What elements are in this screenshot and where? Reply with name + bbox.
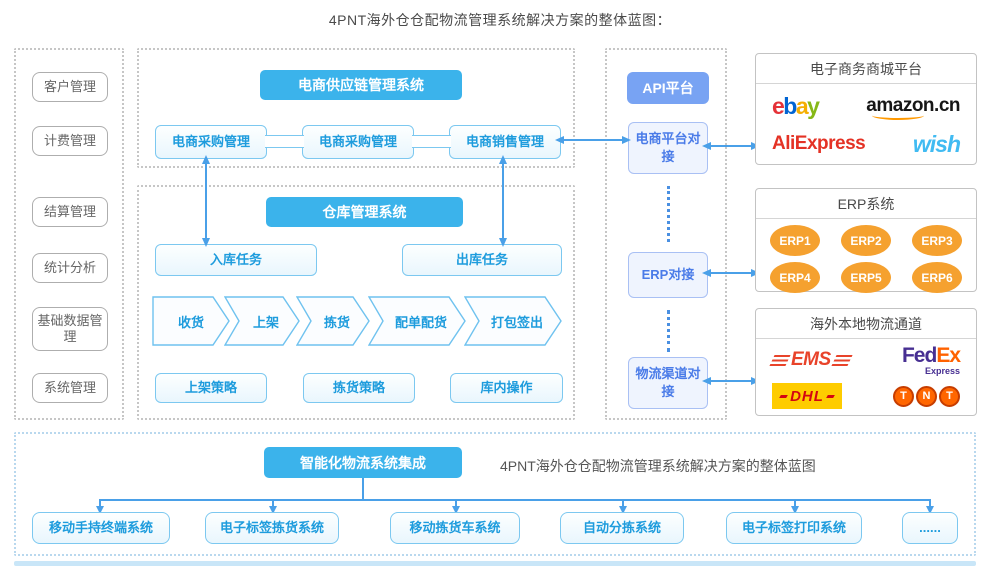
management-sidebar-group: 客户管理 计费管理 结算管理 统计分析 基础数据管理 系统管理 [14, 48, 124, 420]
erp5-node: ERP5 [841, 262, 891, 293]
page-title: 4PNT海外仓仓配物流管理系统解决方案的整体蓝图： [328, 12, 672, 28]
ebay-logo: ebay [772, 92, 820, 119]
purchase-mgmt-box-2: 电商采购管理 [302, 125, 414, 159]
tnt-logo: T N T [893, 385, 960, 407]
api-logistics-arrow [702, 377, 760, 385]
flow-step-shelve: 上架 [224, 296, 300, 346]
picking-strategy-box: 拣货策略 [303, 373, 415, 403]
ecommerce-connect-node: 电商平台对接 [628, 122, 708, 174]
bottom-strip [14, 561, 976, 566]
warehouse-header: 仓库管理系统 [266, 197, 463, 227]
sidebar-item-customer: 客户管理 [32, 72, 108, 102]
box-connector [265, 135, 304, 148]
outbound-task-box: 出库任务 [402, 244, 562, 276]
integration-caption: 4PNT海外仓仓配物流管理系统解决方案的整体蓝图 [500, 458, 816, 474]
integration-header: 智能化物流系统集成 [264, 447, 462, 478]
wish-logo: wish [912, 130, 961, 157]
api-platform-header: API平台 [627, 72, 709, 104]
warehouse-group: 仓库管理系统 入库任务 出库任务 收货 上架 拣货 配单配货 打包签出 上架策略… [137, 185, 575, 420]
erp1-node: ERP1 [770, 225, 820, 256]
sidebar-item-base-data: 基础数据管理 [32, 307, 108, 351]
logistics-connect-node: 物流渠道对接 [628, 357, 708, 409]
mall-panel: 电子商务商城平台 ebay amazon.cn AliExpress wish [755, 53, 977, 165]
flow-step-receive: 收货 [152, 296, 230, 346]
mall-panel-title: 电子商务商城平台 [756, 54, 976, 84]
sales-outbound-arrow [499, 155, 507, 247]
auto-sorting-box: 自动分拣系统 [560, 512, 684, 544]
shelving-strategy-box: 上架策略 [155, 373, 267, 403]
sidebar-item-system: 系统管理 [32, 373, 108, 403]
erp4-node: ERP4 [770, 262, 820, 293]
inbound-task-box: 入库任务 [155, 244, 317, 276]
sales-api-arrow [555, 136, 631, 144]
aliexpress-logo: AliExpress [772, 133, 866, 154]
flow-step-pack: 打包签出 [464, 296, 562, 346]
purchase-mgmt-box-1: 电商采购管理 [155, 125, 267, 159]
tree-drop [791, 499, 798, 514]
sidebar-item-billing: 计费管理 [32, 126, 108, 156]
tree-drop [452, 499, 459, 514]
purchase-inbound-arrow [202, 155, 210, 247]
tree-drop [96, 499, 103, 514]
tree-drop [269, 499, 276, 514]
flow-step-match: 配单配货 [368, 296, 466, 346]
tree-hline [99, 499, 929, 501]
erp-panel: ERP系统 ERP1 ERP2 ERP3 ERP4 ERP5 ERP6 [755, 188, 977, 293]
ems-logo: EMS [769, 349, 853, 371]
supply-chain-header: 电商供应链管理系统 [260, 70, 462, 100]
dotted-link [667, 310, 670, 352]
dotted-link [667, 186, 670, 242]
box-connector [412, 135, 451, 148]
more-systems-box: ...... [902, 512, 958, 544]
erp-connect-node: ERP对接 [628, 252, 708, 298]
sidebar-item-settlement: 结算管理 [32, 197, 108, 227]
tree-drop [619, 499, 626, 514]
sidebar-item-statistics: 统计分析 [32, 253, 108, 283]
flow-step-pick: 拣货 [296, 296, 370, 346]
tree-stub [362, 478, 364, 499]
supply-chain-group: 电商供应链管理系统 电商采购管理 电商采购管理 电商销售管理 [137, 48, 575, 168]
erp2-node: ERP2 [841, 225, 891, 256]
erp6-node: ERP6 [912, 262, 962, 293]
mobile-cart-box: 移动拣货车系统 [390, 512, 520, 544]
amazon-logo: amazon.cn [866, 95, 960, 120]
erp-panel-title: ERP系统 [756, 189, 976, 219]
e-label-printing-box: 电子标签打印系统 [726, 512, 862, 544]
sales-mgmt-box: 电商销售管理 [449, 125, 561, 159]
dhl-logo: DHL [772, 383, 842, 409]
integration-group: 智能化物流系统集成 4PNT海外仓仓配物流管理系统解决方案的整体蓝图 移动手持终… [14, 432, 976, 556]
api-mall-arrow [702, 142, 760, 150]
tree-drop [926, 499, 933, 514]
erp3-node: ERP3 [912, 225, 962, 256]
api-column-group: API平台 电商平台对接 ERP对接 物流渠道对接 [605, 48, 727, 420]
in-warehouse-ops-box: 库内操作 [450, 373, 563, 403]
handheld-terminal-box: 移动手持终端系统 [32, 512, 170, 544]
api-erp-arrow [702, 269, 760, 277]
e-label-picking-box: 电子标签拣货系统 [205, 512, 339, 544]
logistics-panel-title: 海外本地物流通道 [756, 309, 976, 339]
